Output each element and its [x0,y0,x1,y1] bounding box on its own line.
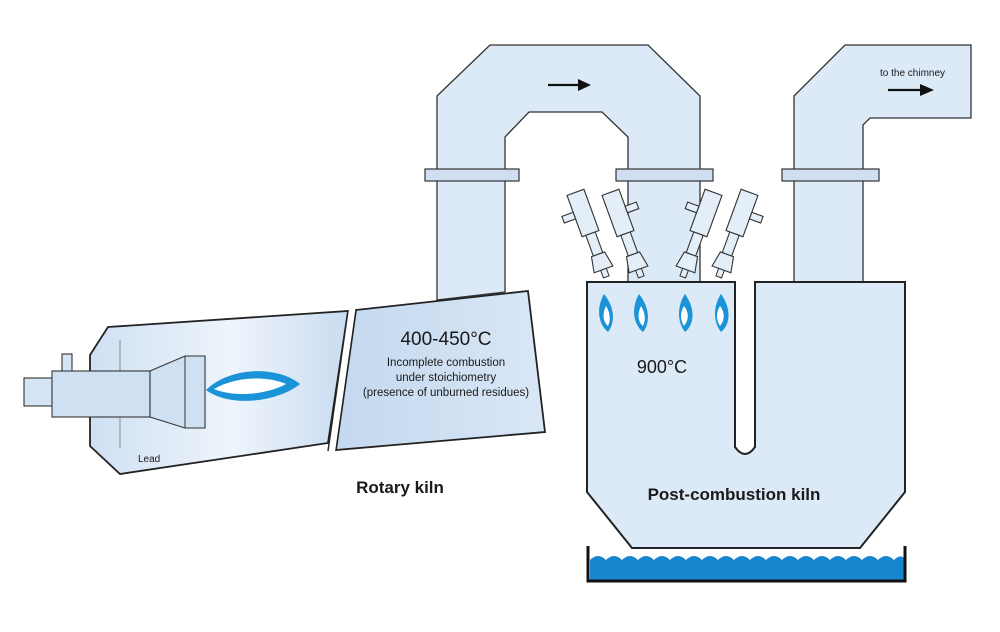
post-combustion-temperature: 900°C [637,357,687,377]
nozzle-1 [561,188,614,279]
nozzle-4 [711,188,764,279]
lead-label: Lead [138,454,160,465]
chimney-label: to the chimney [880,68,945,79]
burner [23,353,206,429]
duct-flange-right [781,168,880,182]
nozzle-2 [601,188,649,279]
post-combustion-chamber [586,281,906,549]
duct-flange-middle [615,168,714,182]
connecting-duct [436,44,701,301]
rotary-kiln-title: Rotary kiln [356,478,444,497]
rotary-kiln-temperature: 400-450°C [400,329,491,350]
nozzle-3 [675,188,723,279]
water-basin [586,546,907,583]
rotary-kiln-outlet-segment [334,290,547,451]
burner-flame-icon [206,371,300,401]
rotary-kiln-description-line-3: (presence of unburned residues) [363,387,529,399]
chimney-arrow-icon [888,84,934,96]
duct-flange-left [424,168,520,182]
chimney-duct [793,44,972,283]
flow-arrow-icon [548,79,591,91]
rotary-kiln-description-line-2: under stoichiometry [396,372,497,384]
rotary-kiln-description-line-1: Incomplete combustion [387,357,505,369]
post-combustion-title: Post-combustion kiln [648,485,821,504]
nozzle-flame-icon [599,294,729,332]
